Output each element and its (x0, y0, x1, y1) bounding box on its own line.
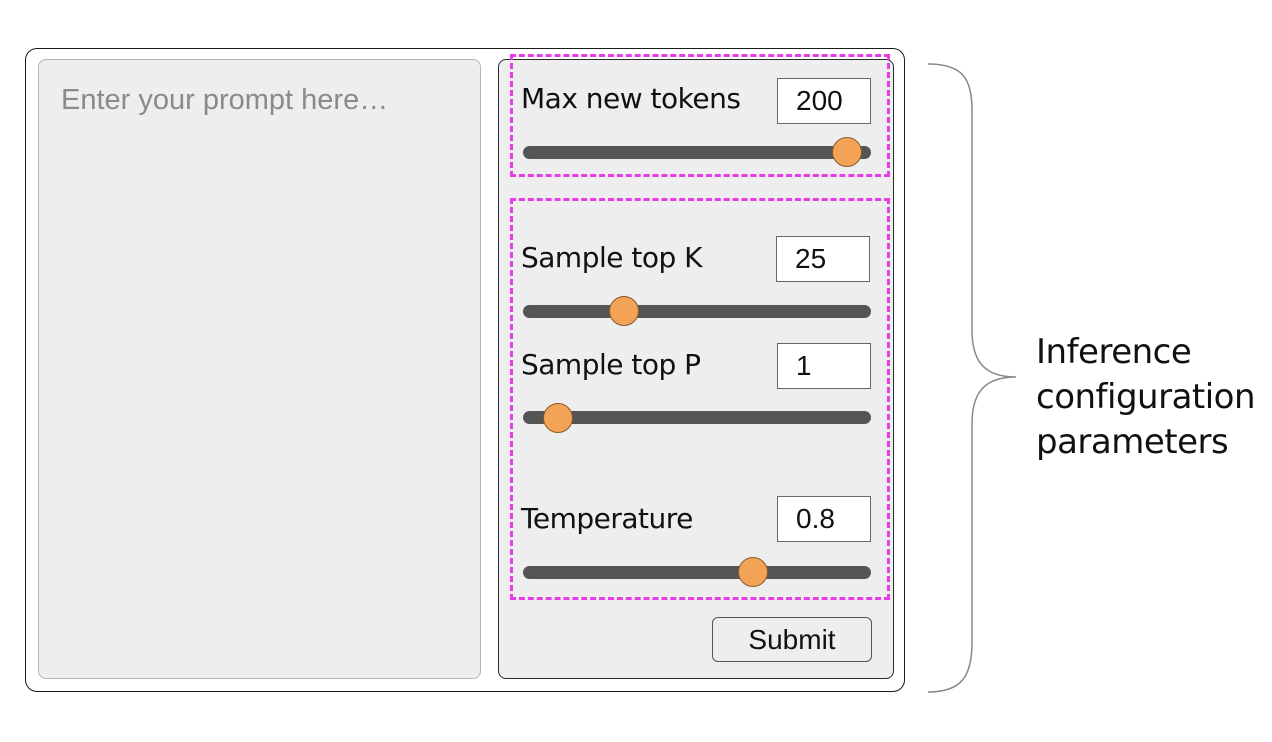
temperature-input[interactable]: 0.8 (777, 496, 871, 542)
sample-top-k-input[interactable]: 25 (776, 236, 870, 282)
max-new-tokens-slider-track[interactable] (523, 146, 871, 159)
temperature-slider-thumb[interactable] (737, 557, 768, 587)
max-new-tokens-label: Max new tokens (521, 82, 741, 115)
max-tokens-group (510, 54, 890, 177)
sample-top-p-slider-track[interactable] (523, 411, 871, 424)
submit-button[interactable]: Submit (712, 617, 872, 662)
sample-top-k-slider-thumb[interactable] (608, 296, 639, 326)
sampling-params-group (510, 198, 890, 600)
max-new-tokens-slider-thumb[interactable] (831, 137, 862, 167)
annotation-text: Inference configuration parameters (1036, 332, 1256, 462)
sample-top-k-label: Sample top K (521, 241, 703, 274)
max-new-tokens-input[interactable]: 200 (777, 78, 871, 124)
sample-top-p-slider-thumb[interactable] (542, 403, 573, 433)
temperature-label: Temperature (521, 502, 693, 535)
prompt-placeholder: Enter your prompt here… (61, 84, 389, 116)
sample-top-p-input[interactable]: 1 (777, 343, 871, 389)
temperature-slider-track[interactable] (523, 566, 871, 579)
prompt-input[interactable]: Enter your prompt here… (38, 59, 481, 679)
sample-top-p-label: Sample top P (521, 348, 701, 381)
